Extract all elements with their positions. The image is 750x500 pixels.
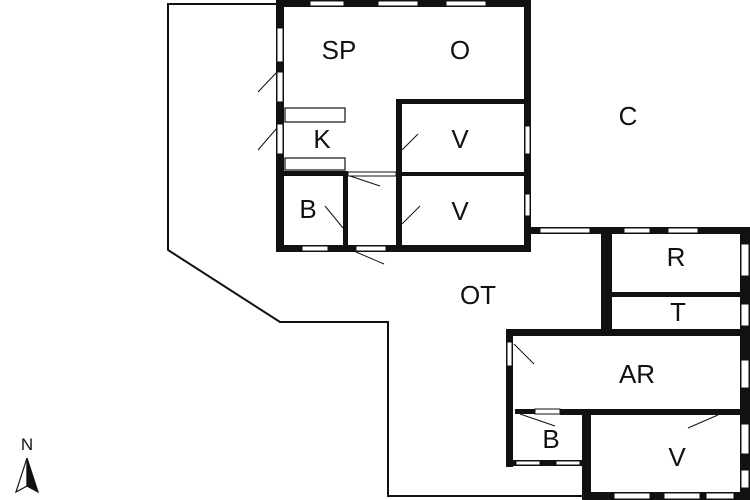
upper-windows	[276, 0, 531, 252]
room-label-c: C	[619, 101, 638, 131]
room-label-v1: V	[451, 124, 469, 154]
lower-doors	[513, 331, 719, 429]
room-label-k: K	[313, 124, 331, 154]
room-label-ar: AR	[619, 359, 655, 389]
room-label-v2: V	[451, 196, 469, 226]
upper-doors	[257, 71, 421, 265]
room-label-sp: SP	[322, 35, 357, 65]
room-label-o: O	[450, 35, 470, 65]
room-label-ot: OT	[460, 280, 496, 310]
room-label-b1: B	[299, 194, 316, 224]
lower-windows	[506, 227, 750, 500]
room-label-b2: B	[542, 424, 559, 454]
room-label-t: T	[670, 297, 686, 327]
north-compass: N	[14, 435, 40, 494]
room-label-v3: V	[668, 442, 686, 472]
terrace-outline	[167, 3, 590, 497]
compass-north-label: N	[21, 435, 33, 454]
room-label-r: R	[667, 242, 686, 272]
north-arrow-icon	[14, 457, 40, 494]
kitchen-fixtures	[284, 107, 346, 171]
